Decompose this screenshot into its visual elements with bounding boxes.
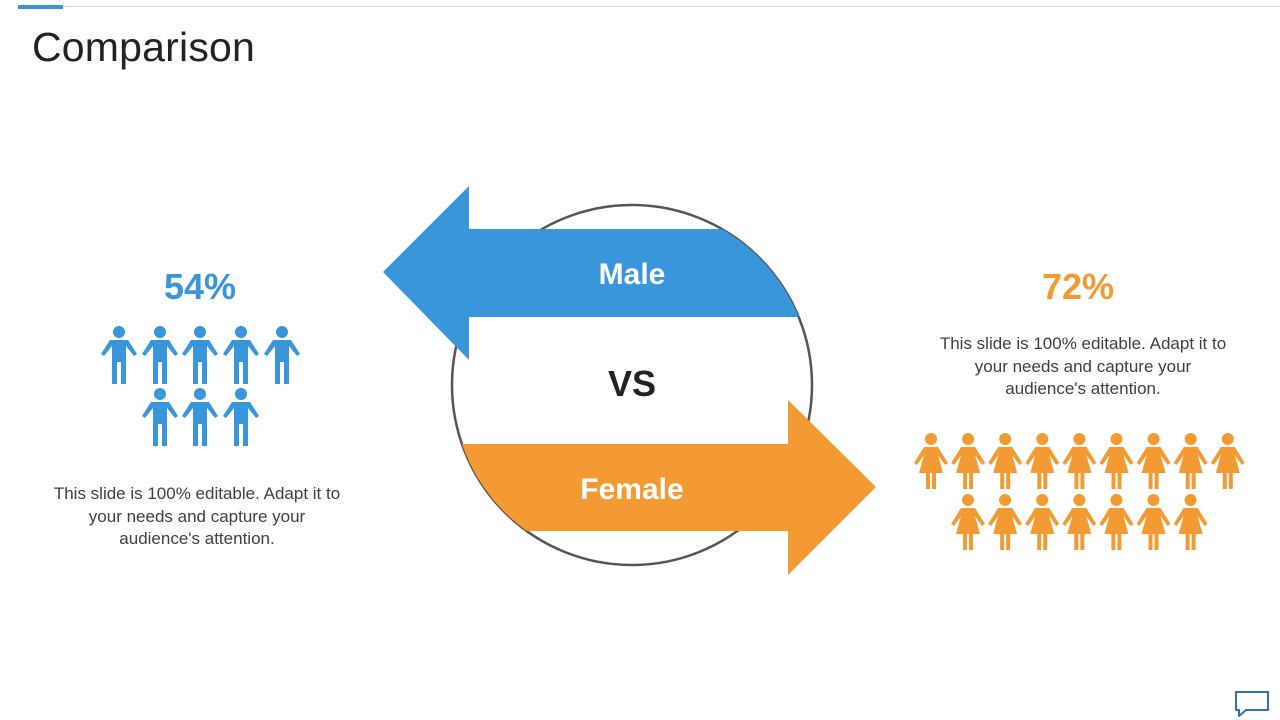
woman-icon	[1062, 433, 1097, 489]
title-accent-bar	[18, 5, 63, 9]
female-description: This slide is 100% editable. Adapt it to…	[939, 334, 1227, 398]
woman-icon	[951, 494, 985, 550]
vs-label: VS	[608, 363, 656, 404]
man-icon	[223, 326, 259, 384]
female-arrow-label: Female	[580, 473, 683, 506]
comment-icon[interactable]	[1234, 690, 1270, 718]
man-icon	[101, 326, 137, 384]
woman-icon	[914, 433, 948, 489]
vs-circle	[450, 203, 814, 567]
man-icon	[142, 326, 178, 384]
page-title: Comparison	[32, 24, 256, 70]
top-divider	[63, 6, 1280, 7]
woman-icon	[1099, 494, 1134, 550]
female-percentage: 72%	[1041, 266, 1115, 307]
woman-icon	[1173, 494, 1208, 550]
man-icon	[142, 388, 178, 446]
female-arrow: Female	[452, 400, 876, 575]
woman-icon	[1025, 433, 1060, 489]
woman-icon	[1099, 433, 1134, 489]
woman-icon	[1210, 433, 1245, 489]
woman-icon	[1136, 494, 1171, 550]
woman-icon	[1062, 494, 1097, 550]
male-arrow-label: Male	[599, 258, 666, 291]
woman-icon	[988, 433, 1023, 489]
man-icon	[182, 326, 218, 384]
woman-icon	[988, 494, 1023, 550]
woman-icon	[951, 433, 986, 489]
woman-icon	[1173, 433, 1208, 489]
woman-icon	[1025, 494, 1060, 550]
man-icon	[264, 326, 300, 384]
man-icon	[223, 388, 259, 446]
male-description: This slide is 100% editable. Adapt it to…	[53, 484, 341, 548]
male-percentage: 54%	[163, 266, 237, 307]
male-arrow: Male	[383, 186, 812, 360]
woman-icon	[1136, 433, 1171, 489]
man-icon	[182, 388, 218, 446]
